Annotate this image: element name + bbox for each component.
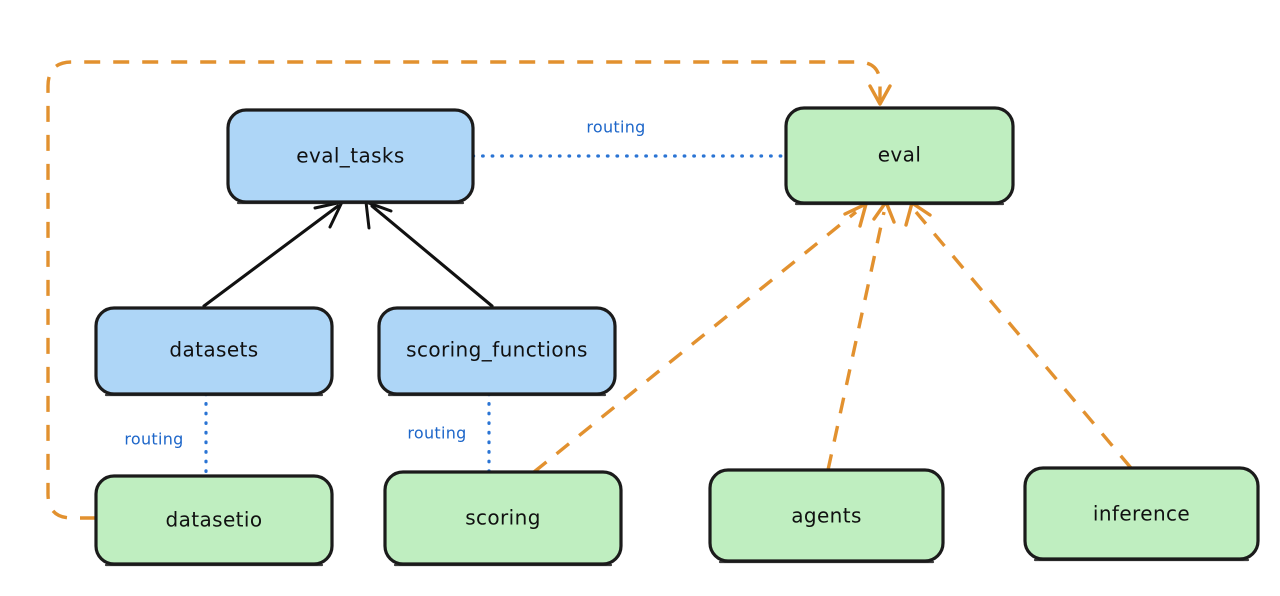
node-inference[interactable]: inference [1023, 466, 1260, 562]
node-eval-tasks[interactable]: eval_tasks [226, 108, 475, 205]
node-scoring-functions-shape[interactable] [377, 306, 617, 396]
edge-datasets-to-eval-tasks [202, 200, 344, 308]
node-scoring[interactable]: scoring [383, 470, 623, 567]
node-inference-shape[interactable] [1023, 466, 1260, 561]
edge-label-routing-eval-tasks-eval: routing [586, 118, 645, 137]
node-eval-tasks-shape[interactable] [226, 108, 475, 204]
node-datasetio-label: datasetio [165, 508, 262, 532]
edge-inference-to-eval [904, 201, 1133, 470]
node-scoring-label: scoring [465, 506, 541, 530]
node-scoring-functions[interactable]: scoring_functions [377, 306, 617, 397]
node-inference-label: inference [1093, 502, 1190, 526]
node-eval[interactable]: eval [784, 106, 1015, 206]
node-scoring-shape[interactable] [383, 470, 623, 566]
node-eval-shape[interactable] [784, 106, 1015, 205]
node-agents[interactable]: agents [708, 468, 945, 564]
edge-agents-to-eval [826, 200, 896, 471]
edge-scoring-functions-to-eval-tasks [364, 200, 494, 308]
node-scoring-functions-label: scoring_functions [406, 338, 588, 362]
node-datasetio-shape[interactable] [94, 474, 334, 566]
node-datasetio[interactable]: datasetio [94, 474, 334, 567]
node-datasets[interactable]: datasets [94, 306, 334, 397]
edge-datasetio-to-eval [46, 60, 892, 520]
node-agents-label: agents [791, 504, 862, 528]
node-eval-label: eval [878, 143, 922, 167]
node-datasets-shape[interactable] [94, 306, 334, 396]
node-datasets-label: datasets [169, 338, 258, 362]
node-agents-shape[interactable] [708, 468, 945, 563]
edge-label-routing-scoring-functions-scoring: routing [407, 424, 466, 443]
edge-label-routing-datasets-datasetio: routing [124, 430, 183, 449]
node-eval-tasks-label: eval_tasks [296, 144, 404, 168]
